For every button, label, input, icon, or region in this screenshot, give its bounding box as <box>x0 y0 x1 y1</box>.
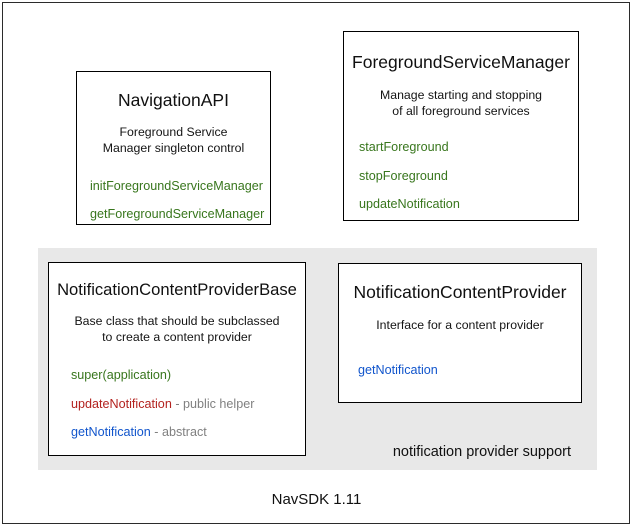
class-title-navigation-api: NavigationAPI <box>118 90 229 110</box>
class-box-notification-content-provider[interactable]: NotificationContentProvider Interface fo… <box>338 263 582 403</box>
class-box-notification-content-provider-base[interactable]: NotificationContentProviderBase Base cla… <box>48 262 306 456</box>
member-row[interactable]: getForegroundServiceManager <box>90 207 270 223</box>
class-description-line: Foreground Service <box>119 125 228 139</box>
member-row[interactable]: initForegroundServiceManager <box>90 179 270 195</box>
member-list-notification-content-provider-base: super(application) updateNotification - … <box>49 368 305 441</box>
class-description-line: Base class that should be subclassed <box>74 313 280 328</box>
class-description-line: of all foreground services <box>392 104 530 119</box>
class-description-foreground-service-manager: Manage starting and stopping of all fore… <box>344 87 578 120</box>
class-description-navigation-api: Foreground Service Manager singleton con… <box>77 124 270 157</box>
member-name: stopForeground <box>359 168 448 183</box>
class-description-line: Manager singleton control <box>102 141 245 156</box>
footer-caption: NavSDK 1.11 <box>271 491 362 508</box>
member-row[interactable]: startForeground <box>359 140 578 156</box>
class-description-line: to create a content provider <box>102 330 252 345</box>
member-row[interactable]: getNotification - abstract <box>71 425 305 441</box>
member-row[interactable]: updateNotification - public helper <box>71 397 305 413</box>
class-title-notification-content-provider: NotificationContentProvider <box>353 282 567 302</box>
member-list-notification-content-provider: getNotification <box>339 363 581 379</box>
class-description-notification-content-provider: Interface for a content provider <box>339 317 581 333</box>
member-name: super(application) <box>71 367 172 382</box>
member-note: - abstract <box>150 425 207 440</box>
member-name: updateNotification <box>359 197 460 212</box>
member-name: getForegroundServiceManager <box>90 206 265 221</box>
member-name: startForeground <box>359 139 449 154</box>
member-name: getNotification <box>71 425 151 440</box>
member-row[interactable]: super(application) <box>71 368 305 384</box>
class-box-navigation-api[interactable]: NavigationAPI Foreground Service Manager… <box>76 71 271 225</box>
member-row[interactable]: stopForeground <box>359 169 578 185</box>
class-description-notification-content-provider-base: Base class that should be subclassed to … <box>49 313 305 346</box>
member-list-foreground-service-manager: startForeground stopForeground updateNot… <box>344 140 578 213</box>
class-description-line: Interface for a content provider <box>376 318 544 332</box>
member-name: getNotification <box>358 363 438 378</box>
member-name: initForegroundServiceManager <box>90 178 263 193</box>
group-panel-label: notification provider support <box>392 444 571 460</box>
member-list-navigation-api: initForegroundServiceManager getForegrou… <box>77 179 270 222</box>
class-description-line: Manage starting and stopping <box>379 88 543 102</box>
class-box-foreground-service-manager[interactable]: ForegroundServiceManager Manage starting… <box>343 31 579 221</box>
class-title-notification-content-provider-base: NotificationContentProviderBase <box>57 280 297 299</box>
member-row[interactable]: updateNotification <box>359 197 578 213</box>
member-row[interactable]: getNotification <box>358 363 581 379</box>
member-name: updateNotification <box>71 396 172 411</box>
member-note: - public helper <box>171 396 255 411</box>
class-title-foreground-service-manager: ForegroundServiceManager <box>352 52 570 72</box>
